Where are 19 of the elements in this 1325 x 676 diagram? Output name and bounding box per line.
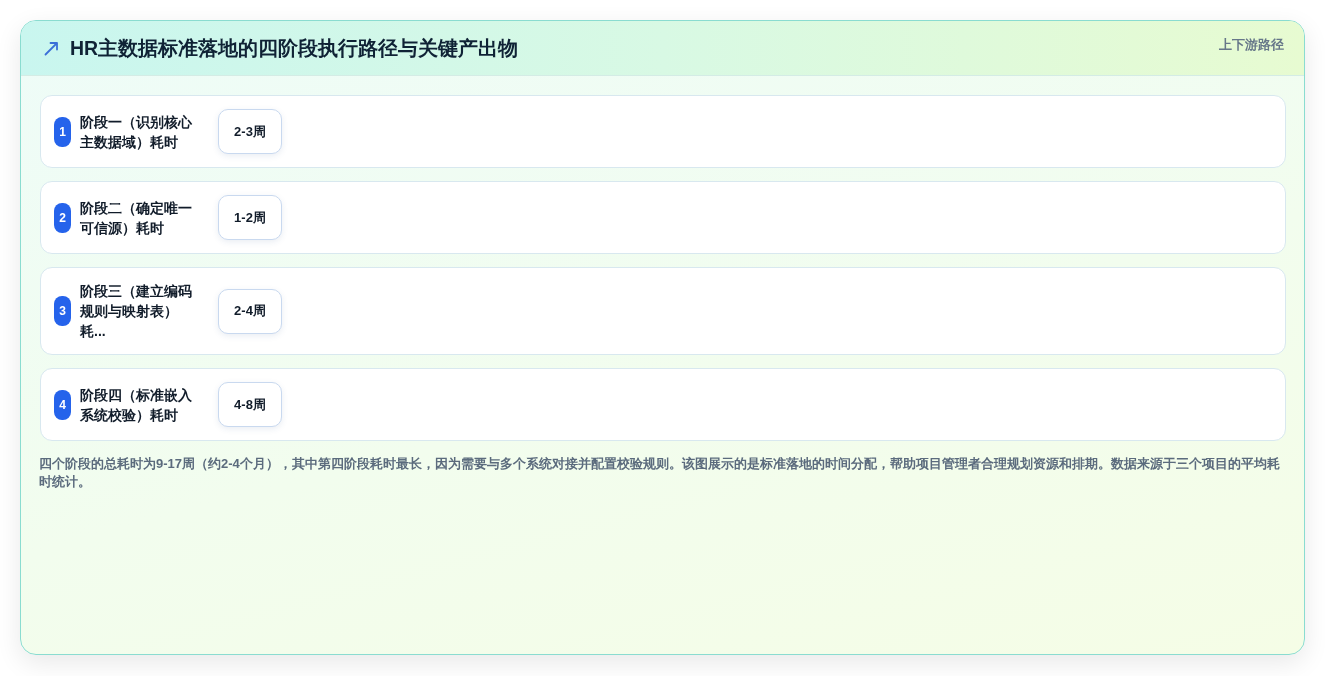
step-number-badge: 3	[54, 296, 71, 326]
step-number-badge: 4	[54, 389, 71, 420]
duration-tag: 1-2周	[218, 195, 282, 240]
caption: 四个阶段的总耗时为9-17周（约2-4个月），其中第四阶段耗时最长，因为需要与多个系统对接并配置校验规则。该图展示的是标准落地的时间分配，帮助项目管理者合理规划资源和排期。数据来源于三个项目的平均耗时统计。	[39, 455, 1281, 491]
header-note: 上下游路径	[1219, 36, 1284, 53]
step-number-badge: 1	[54, 116, 71, 147]
duration-tag: 4-8周	[218, 382, 282, 427]
phase-row	[40, 267, 1286, 355]
phase-label: 阶段三（建立编码规则与映射表）耗...	[80, 282, 193, 341]
phase-label: 阶段一（识别核心主数据域）耗时	[80, 112, 193, 152]
duration-tag: 2-4周	[218, 288, 282, 334]
step-number-badge: 2	[54, 202, 71, 233]
phase-row	[40, 181, 1286, 254]
diagram-title: HR主数据标准落地的四阶段执行路径与关键产出物	[70, 36, 519, 61]
phase-label: 阶段二（确定唯一可信源）耗时	[80, 198, 193, 238]
duration-tag: 2-3周	[218, 109, 282, 154]
phase-label: 阶段四（标准嵌入系统校验）耗时	[80, 385, 193, 425]
phase-row	[40, 368, 1286, 441]
phase-row	[40, 95, 1286, 168]
